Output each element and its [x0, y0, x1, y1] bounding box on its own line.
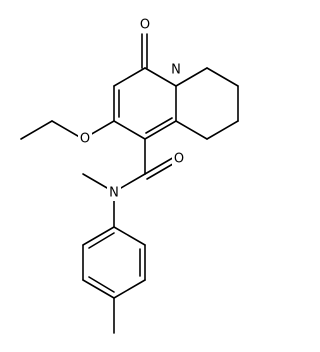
bond-ar4-ar5-inner — [88, 276, 115, 293]
bond-o-ether-ch2 — [51, 120, 84, 140]
bond-c1-c9a-inner — [145, 117, 173, 134]
bond-ar3-ar4 — [113, 279, 146, 299]
bond-c6-c7 — [206, 67, 239, 87]
atom-n-ring-label: N — [171, 63, 181, 78]
bond-ar6-ar1 — [82, 226, 115, 246]
atom-o-keto-label: O — [140, 18, 150, 33]
bond-c2-c1 — [113, 120, 146, 140]
bond-ar1-ar2 — [113, 226, 146, 246]
bond-c1-c9a — [144, 120, 177, 140]
atom-o-amide-label: O — [174, 152, 184, 167]
bond-c4-c3 — [113, 67, 146, 87]
bond-ar4-ar5 — [82, 279, 115, 299]
atom-o-ether-label: O — [80, 132, 90, 147]
bond-n-c6 — [175, 67, 208, 87]
bond-c8-c9 — [206, 120, 239, 140]
atom-o-keto: O — [138, 17, 152, 33]
bond-c-amide-o-a — [144, 155, 177, 175]
atom-o-amide: O — [172, 151, 186, 167]
atom-n-ring: N — [169, 62, 183, 78]
atom-n-amide: N — [107, 185, 121, 201]
bond-n-c4 — [144, 67, 177, 87]
bond-c9-c9a — [175, 120, 208, 140]
atom-n-amide-label: N — [109, 186, 119, 201]
chemical-structure-diagram: O N O O N — [20, 17, 239, 334]
bond-ch2-ch3 — [20, 120, 53, 140]
atom-o-ether: O — [78, 131, 92, 147]
bond-ar6-ar1-inner — [88, 232, 115, 249]
